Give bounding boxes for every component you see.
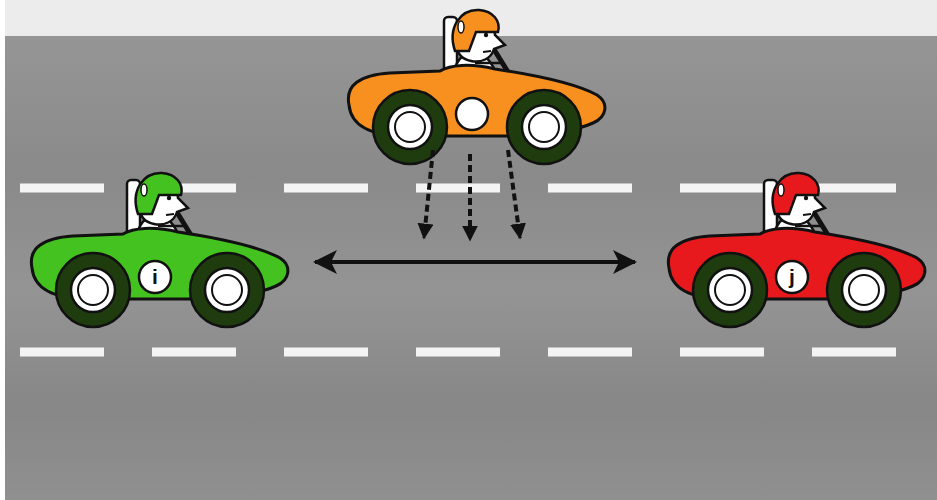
wheel-hub bbox=[78, 275, 108, 305]
driver-mouth bbox=[166, 214, 174, 215]
merge-arrow bbox=[424, 150, 433, 238]
wheel-tire bbox=[56, 253, 130, 327]
helmet-shine bbox=[778, 184, 784, 196]
wheel-tire bbox=[693, 253, 767, 327]
driver-eye bbox=[804, 196, 808, 200]
car-number-plate bbox=[776, 261, 808, 293]
helmet bbox=[136, 173, 182, 214]
car-label: j bbox=[776, 261, 808, 293]
wheel-rim bbox=[71, 268, 115, 312]
wheel-hub bbox=[529, 112, 559, 142]
wheel-rim bbox=[842, 268, 886, 312]
driver-mouth bbox=[803, 214, 811, 215]
helmet bbox=[773, 173, 819, 214]
car-number-plate bbox=[456, 98, 488, 130]
car-drawing bbox=[31, 173, 288, 327]
wheel-hub bbox=[849, 275, 879, 305]
driver-eye bbox=[484, 33, 488, 37]
wheel-hub bbox=[715, 275, 745, 305]
helmet-shine bbox=[458, 21, 464, 33]
orange-car bbox=[348, 10, 605, 164]
wheel-tire bbox=[190, 253, 264, 327]
car-shape bbox=[635, 165, 935, 340]
car-number-plate bbox=[139, 261, 171, 293]
driver-eye bbox=[167, 196, 171, 200]
driver-mouth bbox=[483, 51, 491, 52]
wheel-tire bbox=[827, 253, 901, 327]
wheel-rim bbox=[205, 268, 249, 312]
gap-arrow bbox=[315, 260, 635, 264]
car-i: i bbox=[25, 165, 315, 340]
wheel-rim bbox=[708, 268, 752, 312]
helmet-shine bbox=[141, 184, 147, 196]
car-label: i bbox=[139, 261, 171, 293]
merge-arrow bbox=[468, 154, 472, 240]
helmet bbox=[453, 10, 499, 51]
wheel-tire bbox=[507, 90, 581, 164]
lane-marking bbox=[20, 348, 937, 357]
wheel-rim bbox=[388, 105, 432, 149]
car-shape bbox=[25, 165, 315, 340]
car-j: j bbox=[635, 165, 935, 340]
wheel-hub bbox=[395, 112, 425, 142]
car-drawing bbox=[668, 173, 925, 327]
wheel-rim bbox=[522, 105, 566, 149]
wheel-tire bbox=[373, 90, 447, 164]
wheel-hub bbox=[212, 275, 242, 305]
merge-arrow bbox=[508, 150, 520, 238]
road-surface bbox=[5, 36, 937, 500]
